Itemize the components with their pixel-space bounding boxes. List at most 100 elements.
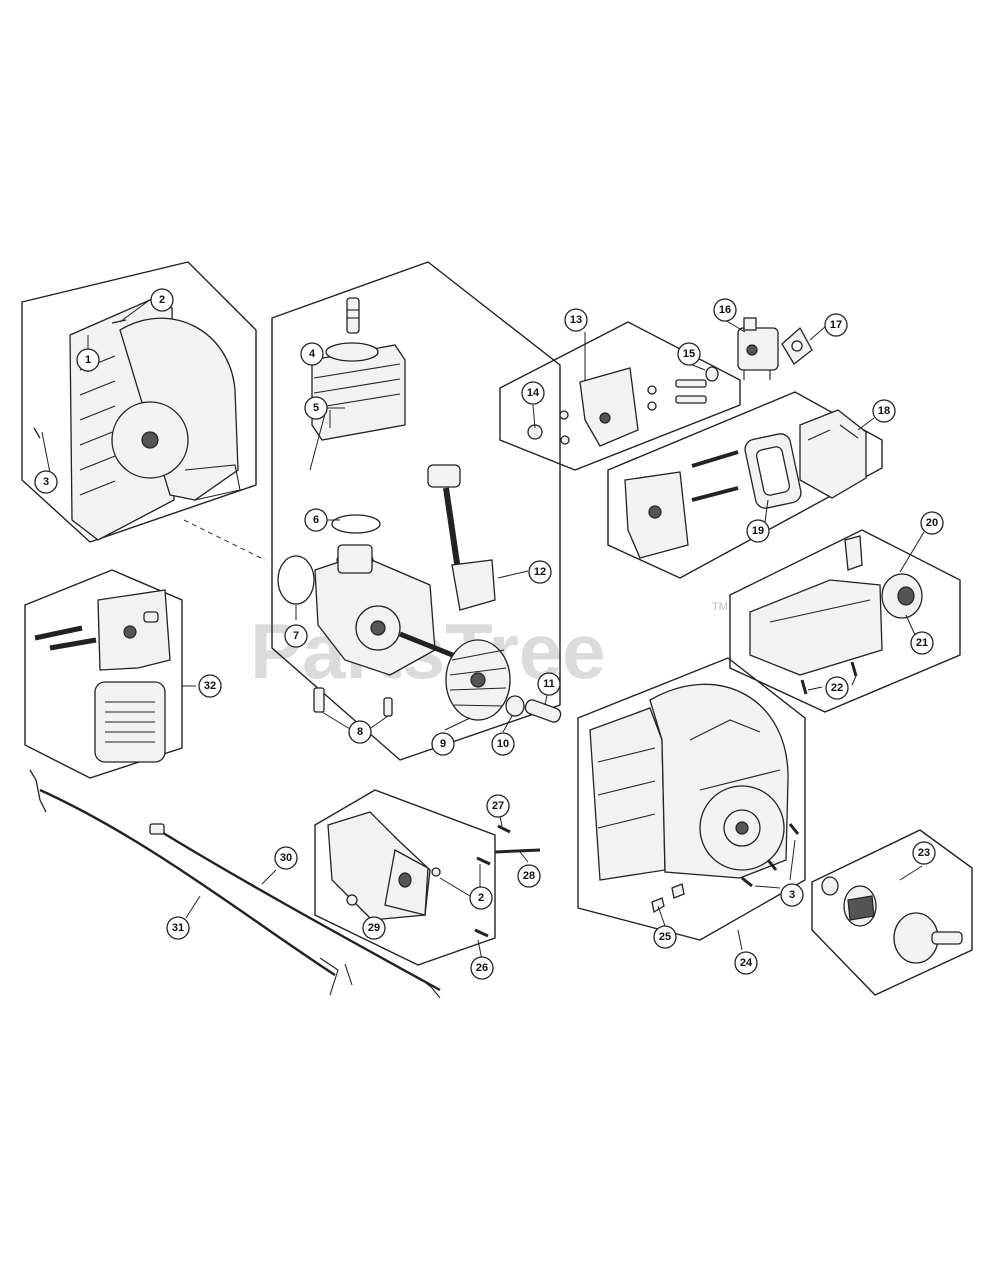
gasket-7-part bbox=[277, 555, 315, 605]
gasket-6-part bbox=[331, 514, 381, 534]
assembly-cover-20 bbox=[729, 529, 961, 713]
callout-29[interactable]: 29 bbox=[362, 916, 386, 940]
assembly-housing-1 bbox=[21, 261, 257, 543]
callout-2[interactable]: 2 bbox=[150, 288, 174, 312]
assembly-clutch-23 bbox=[811, 829, 973, 996]
panel-20 bbox=[729, 529, 961, 713]
callout-30[interactable]: 30 bbox=[274, 846, 298, 870]
svg-text:1: 1 bbox=[85, 354, 91, 366]
callout-7[interactable]: 7 bbox=[284, 624, 308, 648]
svg-text:26: 26 bbox=[476, 962, 488, 974]
svg-text:12: 12 bbox=[534, 566, 546, 578]
throttle-cables-part bbox=[29, 769, 441, 999]
air-filter-element-part bbox=[744, 433, 802, 509]
crankcase-part bbox=[314, 544, 471, 676]
svg-text:3: 3 bbox=[43, 476, 49, 488]
callout-32[interactable]: 32 bbox=[198, 674, 222, 698]
top-cover-part bbox=[749, 535, 883, 676]
callout-18[interactable]: 18 bbox=[872, 399, 896, 423]
callout-1[interactable]: 1 bbox=[76, 348, 100, 372]
callout-11[interactable]: 11 bbox=[537, 672, 561, 696]
callout-17[interactable]: 17 bbox=[824, 313, 848, 337]
callout-20[interactable]: 20 bbox=[920, 511, 944, 535]
svg-text:24: 24 bbox=[740, 957, 753, 969]
filter-cover-part bbox=[799, 409, 867, 499]
callout-22[interactable]: 22 bbox=[825, 676, 849, 700]
svg-text:23: 23 bbox=[918, 847, 930, 859]
callout-5[interactable]: 5 bbox=[304, 396, 328, 420]
starter-housing-part bbox=[589, 683, 789, 881]
muffler-shield-part bbox=[97, 589, 171, 671]
flywheel-part bbox=[445, 639, 511, 721]
svg-text:16: 16 bbox=[719, 304, 731, 316]
svg-text:28: 28 bbox=[523, 870, 535, 882]
callout-6[interactable]: 6 bbox=[304, 508, 328, 532]
panel-24 bbox=[577, 657, 806, 941]
knob-21-part bbox=[881, 573, 923, 619]
callout-3-starter[interactable]: 3 bbox=[780, 883, 804, 907]
svg-text:21: 21 bbox=[916, 637, 928, 649]
ignition-coil-part bbox=[427, 464, 496, 611]
svg-text:27: 27 bbox=[492, 800, 504, 812]
svg-text:11: 11 bbox=[543, 678, 555, 690]
callout-4[interactable]: 4 bbox=[300, 342, 324, 366]
svg-text:19: 19 bbox=[752, 525, 764, 537]
svg-text:13: 13 bbox=[570, 314, 582, 326]
spark-plug-part bbox=[346, 297, 360, 334]
callout-13[interactable]: 13 bbox=[564, 308, 588, 332]
callout-25[interactable]: 25 bbox=[653, 925, 677, 949]
callout-16[interactable]: 16 bbox=[713, 298, 737, 322]
filter-base-part bbox=[624, 471, 689, 559]
filter-bolts-part bbox=[691, 450, 739, 502]
svg-text:30: 30 bbox=[280, 852, 292, 864]
callout-26[interactable]: 26 bbox=[470, 956, 494, 980]
callout-12[interactable]: 12 bbox=[528, 560, 552, 584]
callout-2-case[interactable]: 2 bbox=[469, 886, 493, 910]
clutch-part bbox=[821, 876, 963, 964]
svg-text:8: 8 bbox=[357, 726, 363, 738]
callout-21[interactable]: 21 bbox=[910, 631, 934, 655]
cylinder-part bbox=[311, 342, 406, 441]
callout-10[interactable]: 10 bbox=[491, 732, 515, 756]
svg-text:20: 20 bbox=[926, 517, 938, 529]
dashed-guide-1 bbox=[183, 519, 266, 561]
svg-text:31: 31 bbox=[172, 922, 184, 934]
panel-18 bbox=[607, 391, 883, 579]
callout-14[interactable]: 14 bbox=[521, 381, 545, 405]
svg-text:29: 29 bbox=[368, 922, 380, 934]
assembly-intake-13 bbox=[499, 321, 741, 471]
svg-text:32: 32 bbox=[204, 680, 216, 692]
callout-24[interactable]: 24 bbox=[734, 951, 758, 975]
panel-23 bbox=[811, 829, 973, 996]
panel-13 bbox=[499, 321, 741, 471]
callout-19[interactable]: 19 bbox=[746, 519, 770, 543]
panel-32 bbox=[24, 569, 183, 779]
callout-9[interactable]: 9 bbox=[431, 732, 455, 756]
carburetor-part bbox=[737, 317, 779, 380]
svg-text:9: 9 bbox=[440, 738, 446, 750]
svg-text:17: 17 bbox=[830, 319, 842, 331]
callout-31[interactable]: 31 bbox=[166, 916, 190, 940]
svg-text:10: 10 bbox=[497, 738, 509, 750]
screws-8-part bbox=[313, 687, 393, 717]
callout-23[interactable]: 23 bbox=[912, 841, 936, 865]
svg-text:15: 15 bbox=[683, 348, 695, 360]
svg-text:5: 5 bbox=[313, 402, 319, 414]
assembly-engine-4 bbox=[183, 261, 562, 761]
panel-1 bbox=[21, 261, 257, 543]
washer-10-part bbox=[505, 695, 525, 717]
callout-3[interactable]: 3 bbox=[34, 470, 58, 494]
callout-27[interactable]: 27 bbox=[486, 794, 510, 818]
svg-text:7: 7 bbox=[293, 630, 299, 642]
svg-text:25: 25 bbox=[659, 931, 671, 943]
sleeve-11-part bbox=[524, 699, 562, 723]
svg-text:6: 6 bbox=[313, 514, 319, 526]
callout-28[interactable]: 28 bbox=[517, 864, 541, 888]
housing-shroud-part bbox=[69, 299, 241, 541]
intake-bracket-part bbox=[527, 366, 719, 447]
svg-text:3: 3 bbox=[789, 889, 795, 901]
svg-text:2: 2 bbox=[159, 294, 165, 306]
callout-8[interactable]: 8 bbox=[348, 720, 372, 744]
callout-15[interactable]: 15 bbox=[677, 342, 701, 366]
